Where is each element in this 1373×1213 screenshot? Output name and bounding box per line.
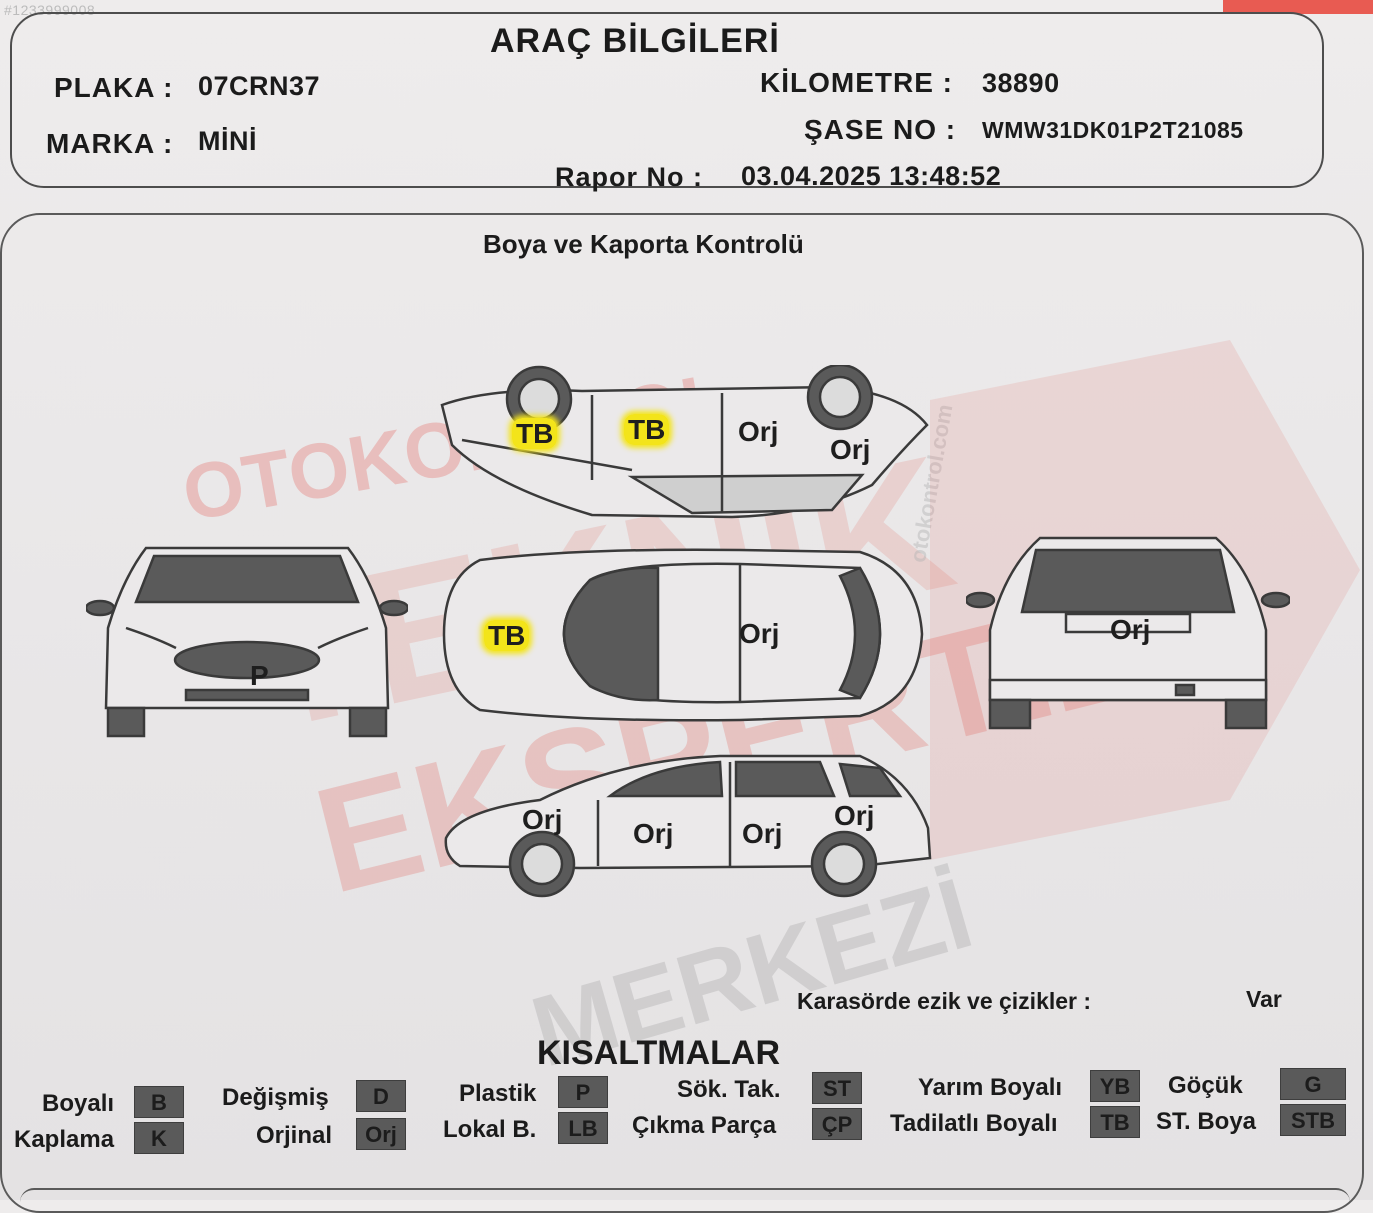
rear-view-mark: Orj: [1110, 614, 1151, 645]
chassis-label: ŞASE NO :: [804, 114, 957, 145]
report-title: ARAÇ BİLGİLERİ: [490, 22, 780, 60]
brand-label: MARKA :: [46, 128, 174, 159]
plate-label: PLAKA :: [54, 72, 174, 103]
chassis-value: WMW31DK01P2T21085: [982, 117, 1244, 143]
legend-code-st: ST: [812, 1072, 862, 1104]
mileage-label: KİLOMETRE :: [760, 67, 953, 98]
car-front-view: [86, 538, 408, 738]
side-view-mark-3: Orj: [742, 818, 783, 849]
legend-code-p: P: [558, 1076, 608, 1108]
legend-code-yb: YB: [1090, 1070, 1140, 1102]
roof-view-mark-2: Orj: [739, 618, 780, 649]
legend-label-kaplama: Kaplama: [14, 1126, 115, 1153]
legend-label-degismis: Değişmiş: [222, 1084, 329, 1111]
legend-label-boyali: Boyalı: [42, 1090, 115, 1117]
inspection-title: Boya ve Kaporta Kontrolü: [483, 229, 804, 259]
body-damage-label: Karasörde ezik ve çizikler :: [797, 988, 1092, 1014]
roof-view-mark-1: TB: [484, 620, 530, 652]
front-view-mark: P: [250, 660, 269, 691]
legend-label-gocuk: Göçük: [1168, 1072, 1243, 1099]
legend-label-st-boya: ST. Boya: [1156, 1108, 1257, 1135]
legend-label-cikma: Çıkma Parça: [632, 1112, 777, 1139]
legend-code-d: D: [356, 1080, 406, 1112]
legend-code-cp: ÇP: [812, 1108, 862, 1140]
car-roof-view: [440, 540, 930, 730]
legend-code-tb: TB: [1090, 1106, 1140, 1138]
legend-code-lb: LB: [558, 1112, 608, 1144]
legend-label-lokal: Lokal B.: [443, 1116, 537, 1143]
side-view-mark-1: Orj: [522, 804, 563, 835]
legend-title: KISALTMALAR: [537, 1034, 780, 1072]
plate-value: 07CRN37: [198, 71, 321, 101]
car-top-side-view: [432, 365, 932, 525]
report-no-value: 03.04.2025 13:48:52: [741, 161, 1002, 191]
mileage-value: 38890: [982, 68, 1060, 98]
legend-code-g: G: [1280, 1068, 1346, 1100]
car-rear-view: [966, 530, 1290, 730]
legend-code-b: B: [134, 1086, 184, 1118]
bottom-border: [20, 1188, 1350, 1202]
side-view-mark-2: Orj: [633, 818, 674, 849]
legend-code-k: K: [134, 1122, 184, 1154]
vehicle-info-box: [10, 12, 1324, 188]
top-view-mark-2: TB: [624, 414, 670, 446]
corner-accent: [1223, 0, 1373, 14]
listing-id: #1233999008: [4, 2, 96, 18]
brand-value: MİNİ: [198, 126, 257, 156]
top-view-mark-1: TB: [512, 418, 558, 450]
legend-label-tadilatli: Tadilatlı Boyalı: [890, 1110, 1058, 1137]
report-no-label: Rapor No :: [555, 162, 703, 192]
side-view-mark-4: Orj: [834, 800, 875, 831]
top-view-mark-3: Orj: [738, 416, 779, 447]
legend-label-plastik: Plastik: [459, 1080, 537, 1107]
legend-label-orjinal: Orjinal: [256, 1122, 333, 1149]
legend-label-sok-tak: Sök. Tak.: [677, 1076, 781, 1103]
car-side-view: [440, 748, 934, 898]
legend-code-stb: STB: [1280, 1104, 1346, 1136]
body-damage-value: Var: [1246, 986, 1282, 1012]
legend-label-yarim: Yarım Boyalı: [918, 1074, 1063, 1101]
legend-code-orj: Orj: [356, 1118, 406, 1150]
top-view-mark-4: Orj: [830, 434, 871, 465]
